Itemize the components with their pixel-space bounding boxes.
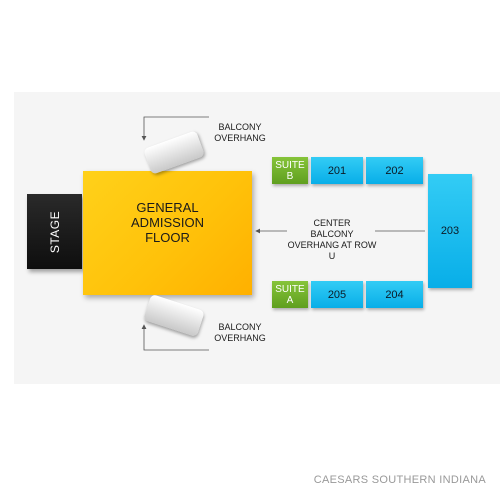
- stage[interactable]: STAGE: [27, 194, 82, 269]
- suite-b[interactable]: SUITE B: [272, 157, 308, 184]
- section-203[interactable]: 203: [428, 174, 472, 288]
- balcony-overhang-top-note: BALCONY OVERHANG: [214, 122, 266, 143]
- suite-a[interactable]: SUITE A: [272, 281, 308, 308]
- venue-name: CAESARS SOUTHERN INDIANA: [313, 474, 486, 486]
- section-201[interactable]: 201: [311, 157, 363, 184]
- section-205[interactable]: 205: [311, 281, 363, 308]
- section-204[interactable]: 204: [366, 281, 423, 308]
- floor-label: GENERAL ADMISSION FLOOR: [131, 199, 204, 245]
- section-202[interactable]: 202: [366, 157, 423, 184]
- balcony-overhang-bottom-note: BALCONY OVERHANG: [214, 322, 266, 343]
- general-admission-floor[interactable]: GENERAL ADMISSION FLOOR: [83, 171, 252, 295]
- center-balcony-note: CENTER BALCONY OVERHANG AT ROW U: [287, 218, 377, 261]
